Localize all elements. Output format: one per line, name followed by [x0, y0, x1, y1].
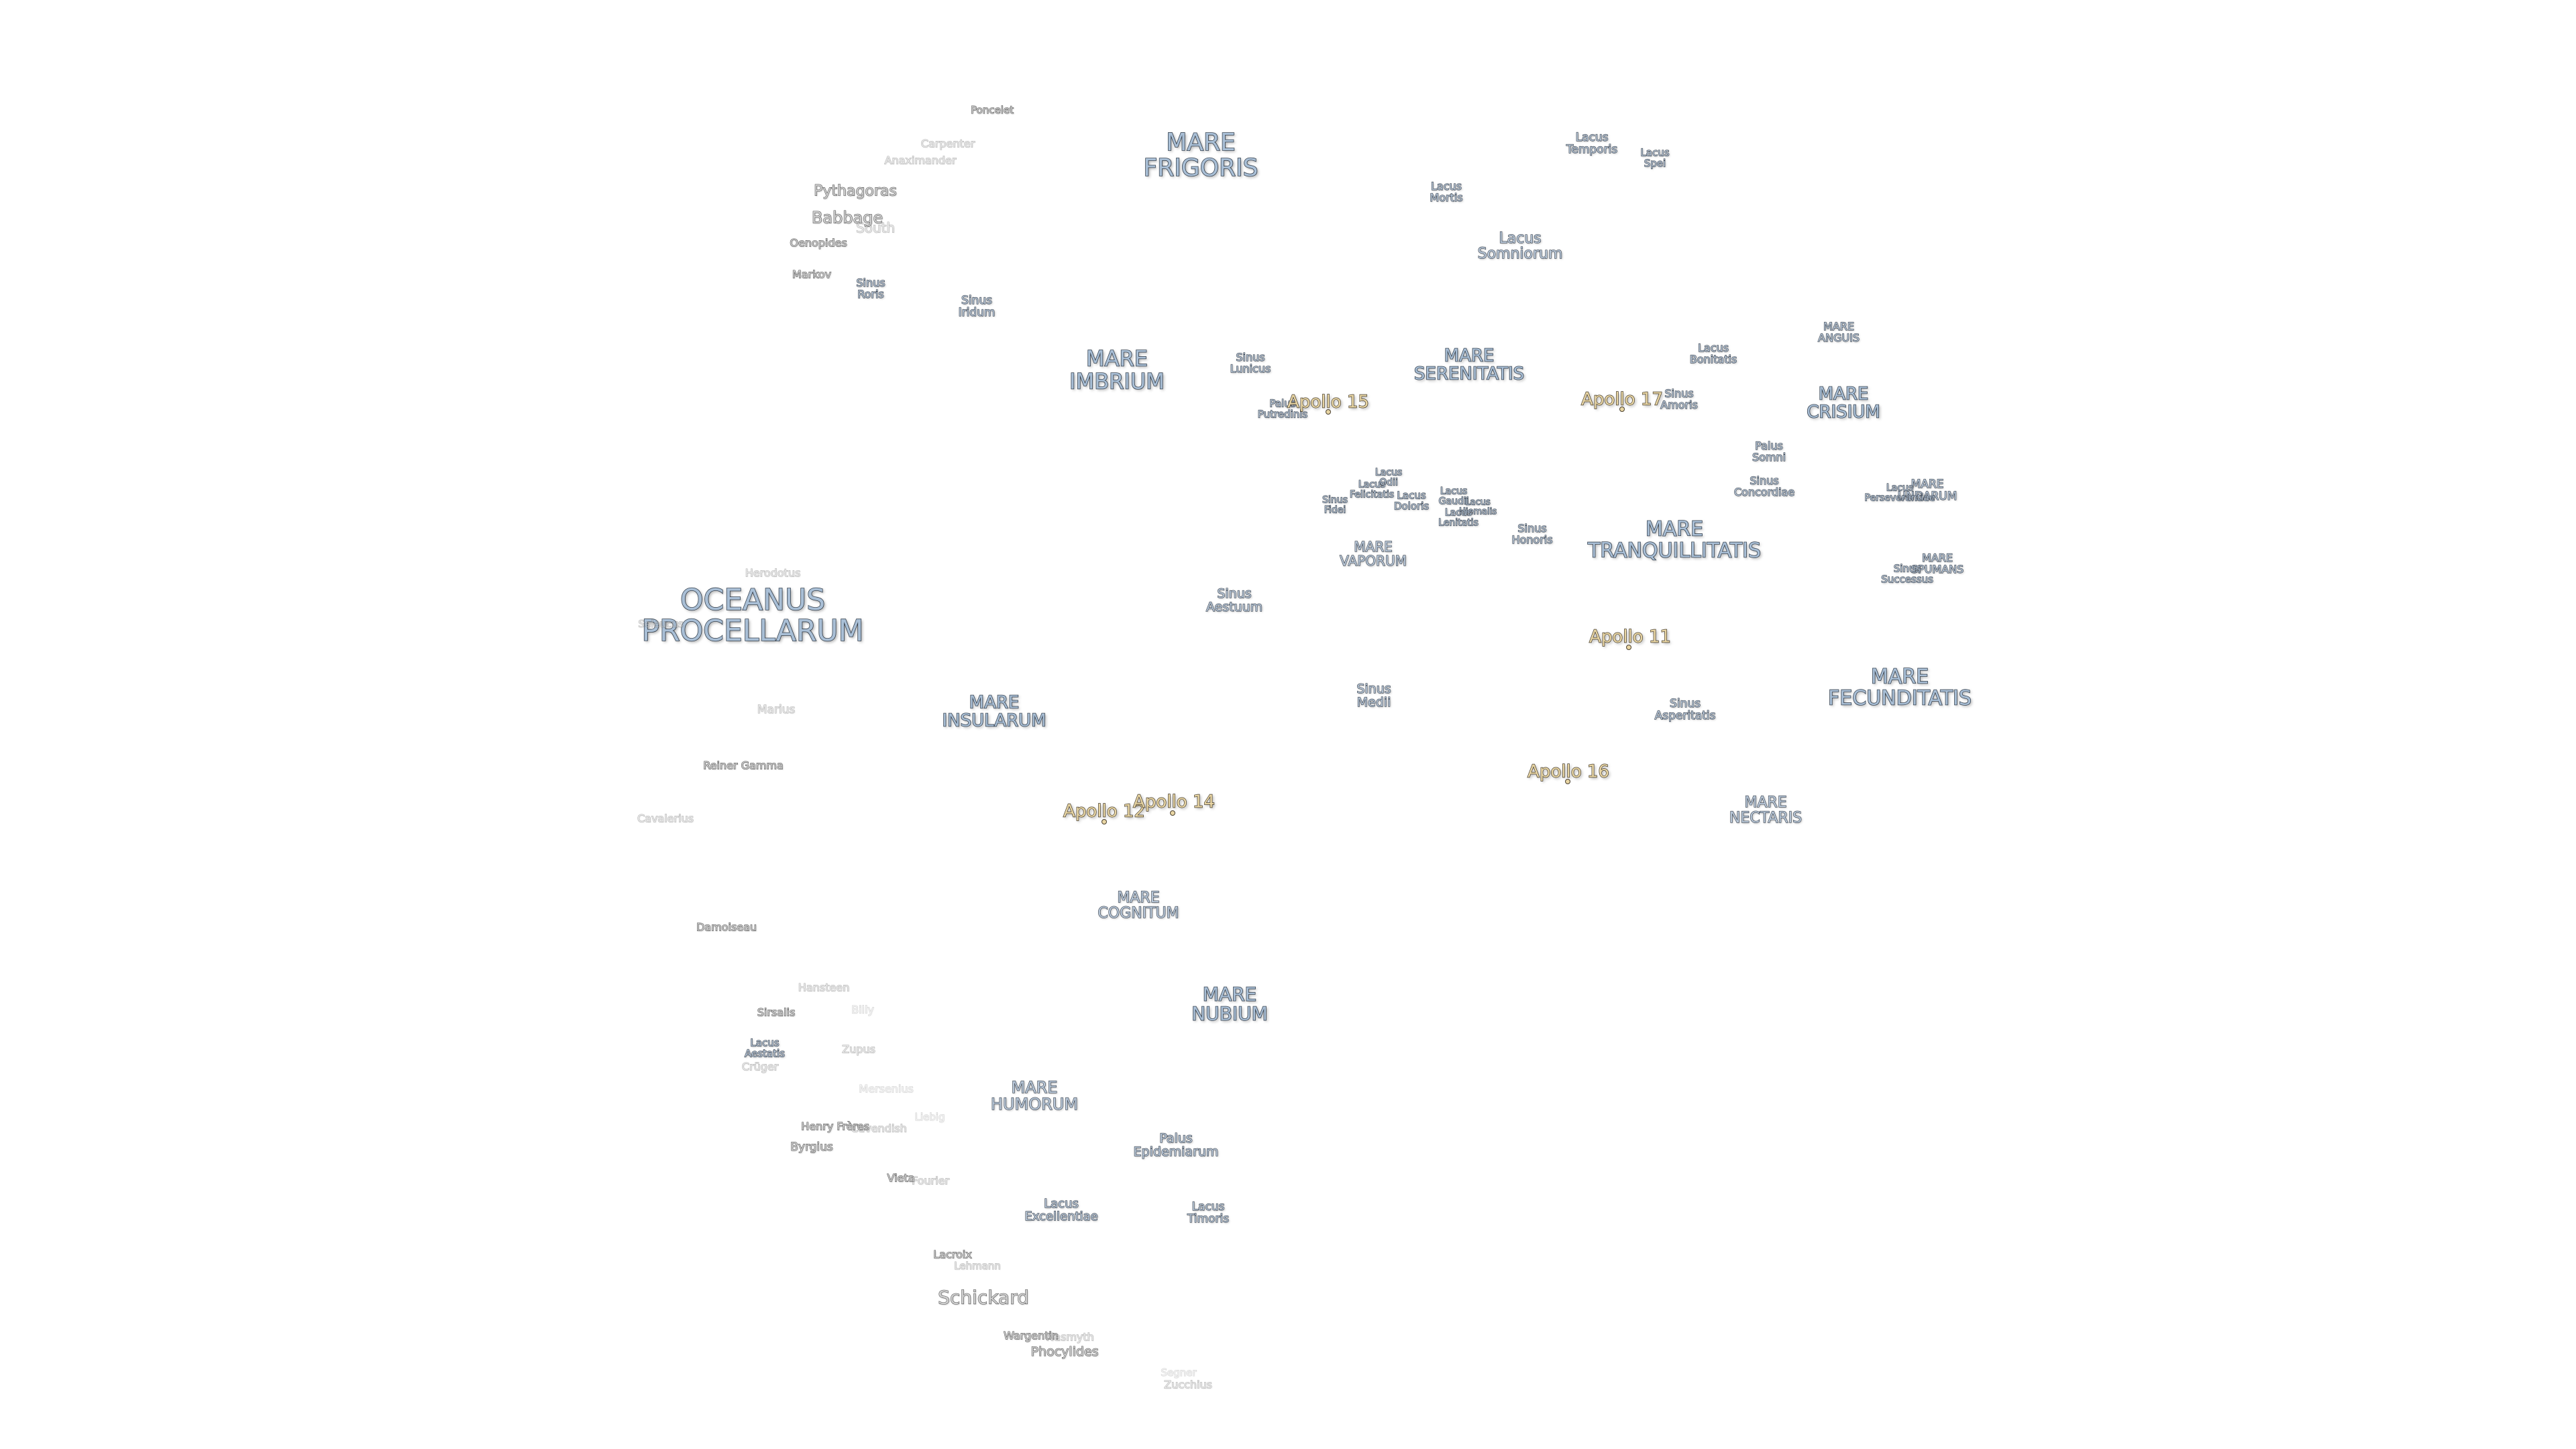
lacus-felicitatis-label: Lacus Felicitatis [1349, 479, 1395, 500]
sinus-roris-label: Sinus Roris [856, 276, 885, 301]
mare-frigoris-label: MARE FRIGORIS [1143, 129, 1259, 182]
palus-somni-label: Palus Somni [1752, 439, 1786, 464]
lacus-lenitatis-label: Lacus Lenitatis [1438, 507, 1479, 528]
lacus-temporis-label: Lacus Temporis [1566, 131, 1618, 156]
crater-segner-label: Segner [1161, 1366, 1197, 1379]
sinus-successus-label: Sinus Successus [1881, 562, 1934, 585]
sinus-asperitatis-label: Sinus Asperitatis [1654, 697, 1716, 722]
palus-epidemiarum-label: Palus Epidemiarum [1133, 1131, 1219, 1159]
crater-herodotus-label: Herodotus [745, 566, 801, 580]
crater-liebig-label: Liebig [914, 1111, 945, 1124]
sinus-concordiae-label: Sinus Concordiae [1733, 474, 1795, 498]
mare-insularum-label: MARE INSULARUM [942, 692, 1047, 731]
lacus-perseverantiae-label: Lacus Perseverantiae [1864, 482, 1935, 503]
crater-damoiseau-label: Damoiseau [696, 920, 757, 934]
apollo-16-label: Apollo 16 [1527, 761, 1609, 782]
crater-seleucus-label: Seleucus [638, 618, 684, 631]
apollo-16-site-marker [1565, 779, 1570, 784]
lacus-aestatis-label: Lacus Aestatis [744, 1036, 785, 1059]
apollo-17-site-marker [1619, 407, 1625, 412]
oceanus-procellarum-label: OCEANUS PROCELLARUM [641, 582, 865, 648]
mare-vaporum-label: MARE VAPORUM [1340, 539, 1407, 569]
crater-sirsalis-label: Sirsalis [757, 1006, 796, 1019]
lacus-spei-label: Lacus Spei [1640, 146, 1670, 169]
lacus-excellentiae-label: Lacus Excellentiae [1024, 1197, 1099, 1224]
mare-cognitum-label: MARE COGNITUM [1097, 889, 1179, 922]
crater-nasmyth-label: Nasmyth [1046, 1330, 1095, 1344]
crater-wargentin-label: Wargentin [1003, 1329, 1059, 1342]
crater-markov-label: Markov [792, 268, 832, 281]
lacus-mortis-label: Lacus Mortis [1430, 180, 1463, 204]
sinus-honoris-label: Sinus Honoris [1511, 522, 1553, 546]
apollo-14-label: Apollo 14 [1132, 792, 1215, 812]
crater-poncelet-label: Poncelet [970, 104, 1014, 117]
sinus-medii-label: Sinus Medii [1356, 682, 1392, 710]
crater-south-label: South [855, 219, 896, 236]
crater-phocylides-label: Phocylides [1030, 1344, 1099, 1360]
crater-criiger-label: Crüger [741, 1060, 779, 1073]
apollo-15-label: Apollo 15 [1287, 392, 1369, 413]
palus-putredinis-label: Palus Putredinis [1257, 397, 1308, 420]
apollo-14-site-marker [1170, 810, 1175, 816]
crater-hansteen-label: Hansteen [798, 981, 850, 994]
lacus-hiemalis-label: Lacus Hiemalis [1458, 497, 1497, 517]
crater-zupus-label: Zupus [842, 1042, 876, 1056]
crater-zucchius-label: Zucchius [1164, 1378, 1213, 1391]
crater-pythagoras-label: Pythagoras [814, 182, 898, 200]
mare-undarum-label: MARE UNDARUM [1897, 478, 1957, 503]
crater-mersenius-label: Mersenius [859, 1082, 914, 1095]
apollo-12-label: Apollo 12 [1063, 801, 1145, 822]
crater-lacroix-label: Lacroix [933, 1248, 973, 1261]
lacus-odii-label: Lacus Odii [1375, 467, 1403, 488]
mare-imbrium-label: MARE IMBRIUM [1069, 345, 1165, 394]
lacus-gaudii-label: Lacus Gaudii [1438, 486, 1469, 506]
lacus-timoris-label: Lacus Timoris [1187, 1200, 1230, 1226]
crater-oenopides-label: Oenopides [790, 236, 847, 250]
sinus-amoris-label: Sinus Amoris [1660, 387, 1699, 411]
mare-tranquillitatis-label: MARE TRANQUILLITATIS [1587, 517, 1762, 562]
crater-vieta-label: Vieta [887, 1171, 915, 1185]
crater-anaximander-label: Anaximander [884, 154, 957, 167]
apollo-17-label: Apollo 17 [1580, 389, 1663, 410]
lacus-bonitatis-label: Lacus Bonitatis [1689, 341, 1737, 366]
mare-fecunditatis-label: MARE FECUNDITATIS [1827, 665, 1972, 710]
sinus-aestuum-label: Sinus Aestuum [1205, 586, 1263, 614]
crater-reiner-gamma-label: Reiner Gamma [703, 759, 784, 772]
mare-spumans-label: MARE SPUMANS [1911, 551, 1964, 576]
mare-nubium-label: MARE NUBIUM [1191, 983, 1268, 1025]
apollo-11-site-marker [1626, 645, 1631, 650]
crater-henry-freres-label: Henry Frères [801, 1120, 870, 1133]
crater-schickard-label: Schickard [938, 1286, 1030, 1309]
crater-marius-label: Marius [757, 703, 796, 717]
sinus-fidei-label: Sinus Fidei [1322, 494, 1348, 515]
sinus-iridum-label: Sinus Iridum [958, 294, 996, 319]
crater-fourier-label: Fourier [911, 1174, 950, 1187]
lacus-somniorum-label: Lacus Somniorum [1477, 229, 1563, 262]
crater-babbage-label: Babbage [811, 208, 883, 227]
sinus-lunicus-label: Sinus Lunicus [1230, 351, 1271, 375]
apollo-15-site-marker [1326, 409, 1331, 415]
mare-humorum-label: MARE HUMORUM [990, 1077, 1079, 1114]
crater-lehmann-label: Lehmann [954, 1260, 1002, 1273]
lacus-doloris-label: Lacus Doloris [1393, 489, 1430, 512]
apollo-11-label: Apollo 11 [1589, 627, 1671, 647]
crater-byrgius-label: Byrgius [790, 1140, 834, 1155]
apollo-12-site-marker [1102, 819, 1107, 824]
mare-nectaris-label: MARE NECTARIS [1729, 794, 1803, 826]
mare-serenitatis-label: MARE SERENITATIS [1413, 345, 1525, 384]
crater-billy-label: Billy [851, 1003, 875, 1016]
crater-cavalerius-label: Cavalerius [637, 812, 694, 825]
mare-crisium-label: MARE CRISIUM [1806, 384, 1880, 423]
mare-anguis-label: MARE ANGUIS [1817, 320, 1860, 344]
crater-carpenter-label: Carpenter [920, 137, 975, 150]
crater-cavendish-label: Cavendish [851, 1122, 908, 1135]
